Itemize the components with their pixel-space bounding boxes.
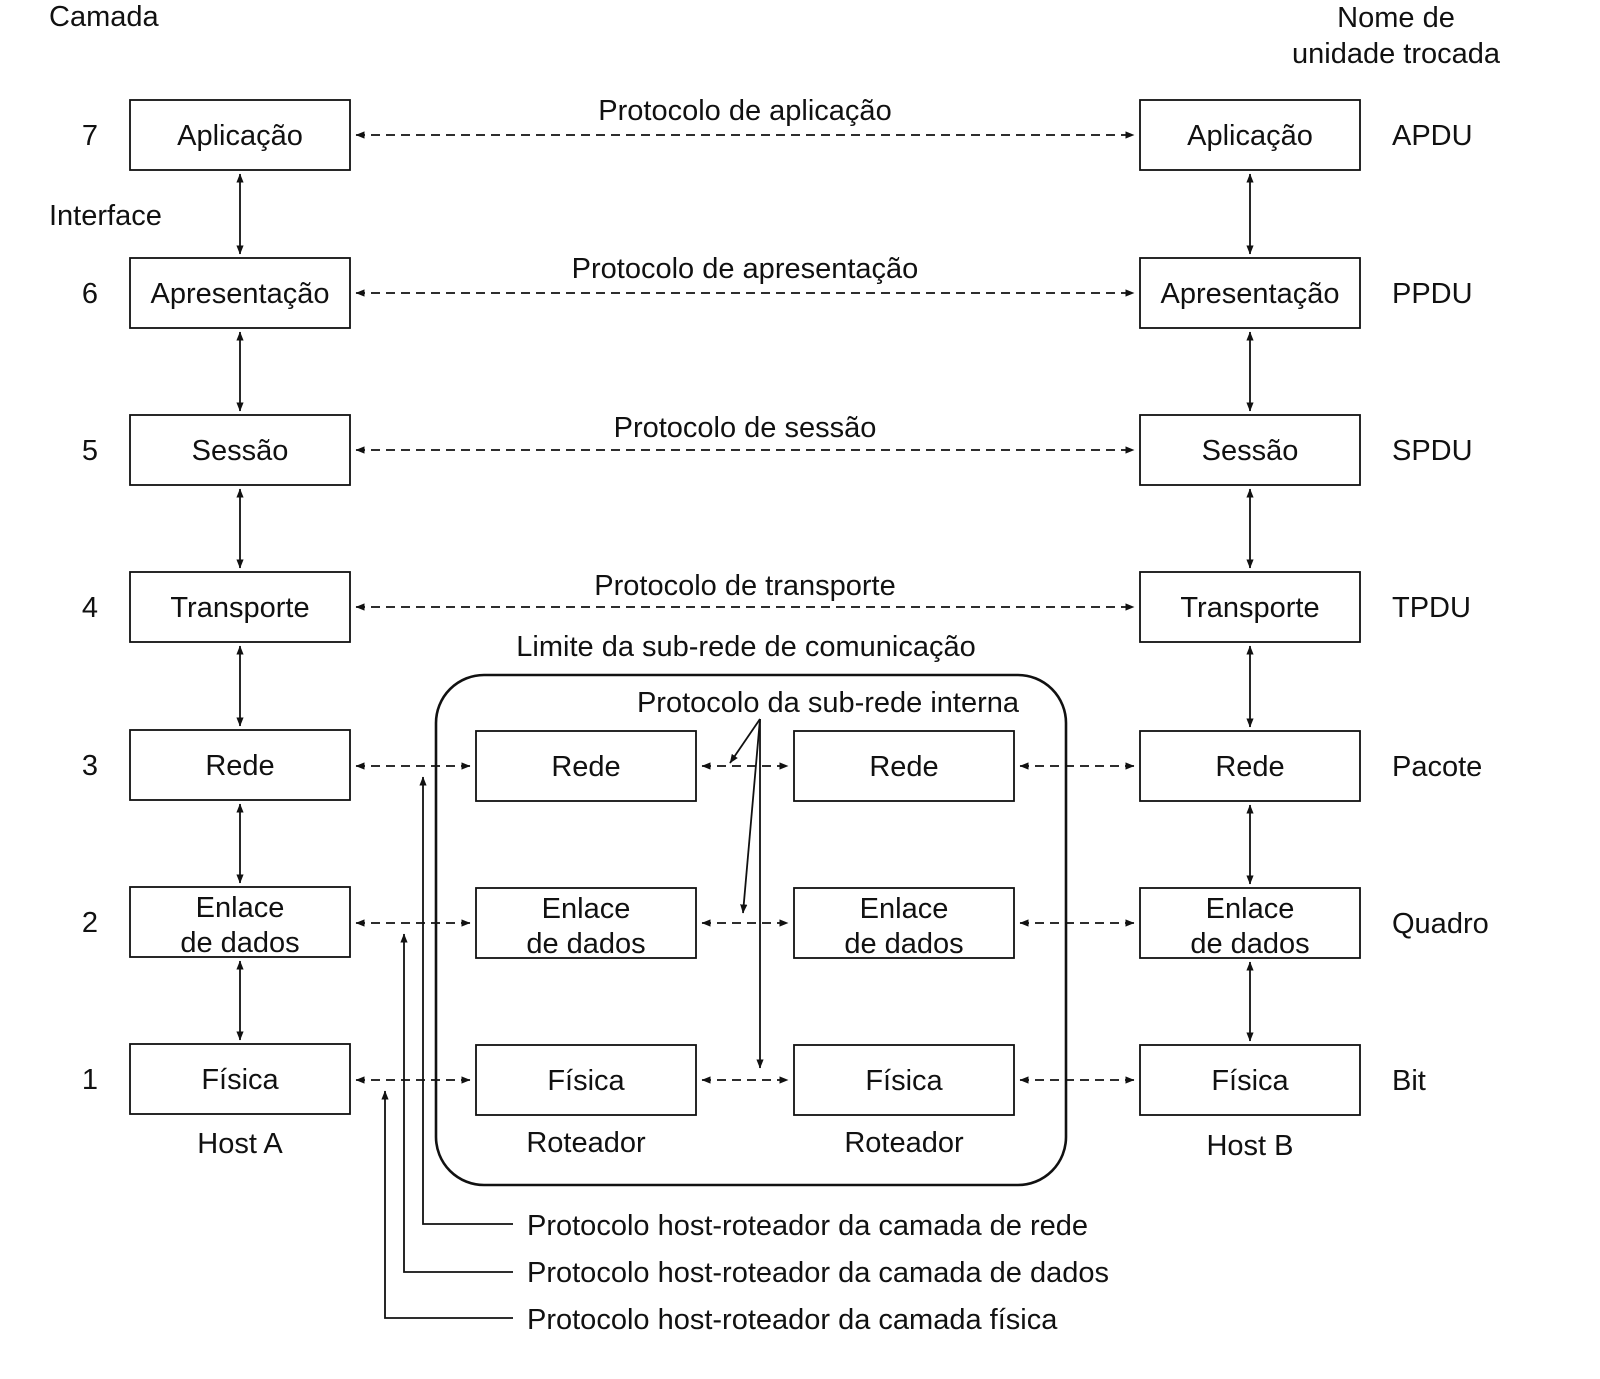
host-b-layer-label: Transporte xyxy=(1180,592,1319,624)
host-b-layer-label: Física xyxy=(1211,1065,1289,1097)
host-b-layer-label: Sessão xyxy=(1202,435,1299,467)
peer-protocol-label: Protocolo de transporte xyxy=(594,570,895,602)
layer-7: 7 Aplicação Aplicação Protocolo de aplic… xyxy=(82,95,1473,171)
router-1-layer-box xyxy=(475,887,697,959)
router-1-layer-label: Física xyxy=(547,1065,625,1097)
unit-name: Quadro xyxy=(1392,908,1489,940)
host-a-layer-label-line2: de dados xyxy=(180,927,299,959)
router-2-layer-label-line2: de dados xyxy=(844,928,963,960)
layer-4: 4 Transporte Transporte Protocolo de tra… xyxy=(82,570,1471,643)
host-a-layer-box xyxy=(129,571,351,643)
physical-host-router-protocol-label: Protocolo host-roteador da camada física xyxy=(527,1304,1058,1336)
pointer-to-data-link xyxy=(740,718,761,914)
router-2-layer-box xyxy=(793,1044,1015,1116)
router-2-layer-label-line1: Enlace xyxy=(860,893,949,925)
network-host-router-leader xyxy=(419,776,513,1225)
unit-name: SPDU xyxy=(1392,435,1473,467)
host-b-layer-box xyxy=(1139,730,1361,802)
host-a-label: Host A xyxy=(197,1128,283,1160)
host-a-layer-label: Rede xyxy=(205,750,274,782)
pointer-to-network-link xyxy=(729,718,761,764)
host-a-layer-box xyxy=(129,99,351,171)
peer-protocol-label: Protocolo de sessão xyxy=(614,412,877,444)
router-2-layer-label: Rede xyxy=(869,751,938,783)
router-2-layer-label: Física xyxy=(865,1065,943,1097)
router-2-layer-box xyxy=(793,730,1015,802)
host-a-layer-label: Apresentação xyxy=(151,278,330,310)
host-b-layer-box xyxy=(1139,414,1361,486)
host-a-layer-label: Física xyxy=(201,1064,279,1096)
host-a-layer-box xyxy=(129,1043,351,1115)
router-1-layer-label-line1: Enlace xyxy=(542,893,631,925)
layer-5: 5 Sessão Sessão Protocolo de sessão SPDU xyxy=(82,412,1473,486)
layer-number: 1 xyxy=(82,1064,98,1096)
host-a-layer-box xyxy=(129,886,351,958)
layer-6: 6 Apresentação Apresentação Protocolo de… xyxy=(82,253,1473,329)
unit-name: Bit xyxy=(1392,1065,1426,1097)
router-1-layer-box xyxy=(475,1044,697,1116)
layer-1: 1 Física Física Física Física Bit xyxy=(82,1043,1426,1116)
subnet-boundary xyxy=(434,673,1068,1187)
host-b-layer-label: Aplicação xyxy=(1187,120,1313,152)
host-b-layer-box xyxy=(1139,887,1361,959)
unit-column-header-line2: unidade trocada xyxy=(1292,38,1501,70)
host-b-layer-label: Rede xyxy=(1215,751,1284,783)
data-link-host-router-protocol-label: Protocolo host-roteador da camada de dad… xyxy=(527,1257,1109,1289)
host-a-layer-label-line1: Enlace xyxy=(196,892,285,924)
unit-name: APDU xyxy=(1392,120,1473,152)
host-b-layer-label: Apresentação xyxy=(1161,278,1340,310)
router-1-layer-box xyxy=(475,730,697,802)
internal-subnet-protocol-label: Protocolo da sub-rede interna xyxy=(637,687,1020,719)
router-1-label: Roteador xyxy=(526,1127,646,1159)
layer-number: 7 xyxy=(82,120,98,152)
layer-number: 6 xyxy=(82,278,98,310)
unit-name: TPDU xyxy=(1392,592,1471,624)
host-a-layer-box xyxy=(129,414,351,486)
router-1-layer-label: Rede xyxy=(551,751,620,783)
host-a-layer-label: Transporte xyxy=(170,592,309,624)
layer-3: 3 Rede Rede Rede Rede Pacote xyxy=(82,729,1482,802)
host-b-layer-box xyxy=(1139,257,1361,329)
router-2-layer-box xyxy=(793,887,1015,959)
router-1-layer-label-line2: de dados xyxy=(526,928,645,960)
interface-label: Interface xyxy=(49,200,162,232)
layer-number: 3 xyxy=(82,750,98,782)
data-link-host-router-leader xyxy=(400,933,513,1273)
layer-2: 2 Enlace de dados Enlace de dados Enlace… xyxy=(82,886,1489,960)
unit-column-header-line1: Nome de xyxy=(1337,2,1455,34)
host-router-protocol-leaders xyxy=(381,776,513,1319)
layer-number: 4 xyxy=(82,592,98,624)
subnet-boundary-label: Limite da sub-rede de comunicação xyxy=(516,631,975,663)
host-b-label: Host B xyxy=(1206,1130,1293,1162)
router-2-label: Roteador xyxy=(844,1127,964,1159)
host-a-layer-box xyxy=(129,729,351,801)
layer-number: 2 xyxy=(82,907,98,939)
layer-number: 5 xyxy=(82,435,98,467)
internal-protocol-pointers xyxy=(729,718,764,1069)
unit-name: PPDU xyxy=(1392,278,1473,310)
host-b-layer-box xyxy=(1139,99,1361,171)
physical-host-router-leader xyxy=(381,1090,513,1319)
host-a-layer-label: Aplicação xyxy=(177,120,303,152)
host-a-layer-box xyxy=(129,257,351,329)
layer-column-header: Camada xyxy=(49,1,159,33)
network-host-router-protocol-label: Protocolo host-roteador da camada de red… xyxy=(527,1210,1088,1242)
host-b-layer-label-line1: Enlace xyxy=(1206,893,1295,925)
peer-protocol-label: Protocolo de aplicação xyxy=(598,95,891,127)
host-b-layer-label-line2: de dados xyxy=(1190,928,1309,960)
host-a-layer-label: Sessão xyxy=(192,435,289,467)
host-b-layer-box xyxy=(1139,571,1361,643)
host-b-layer-box xyxy=(1139,1044,1361,1116)
peer-protocol-label: Protocolo de apresentação xyxy=(572,253,919,285)
unit-name: Pacote xyxy=(1392,751,1482,783)
